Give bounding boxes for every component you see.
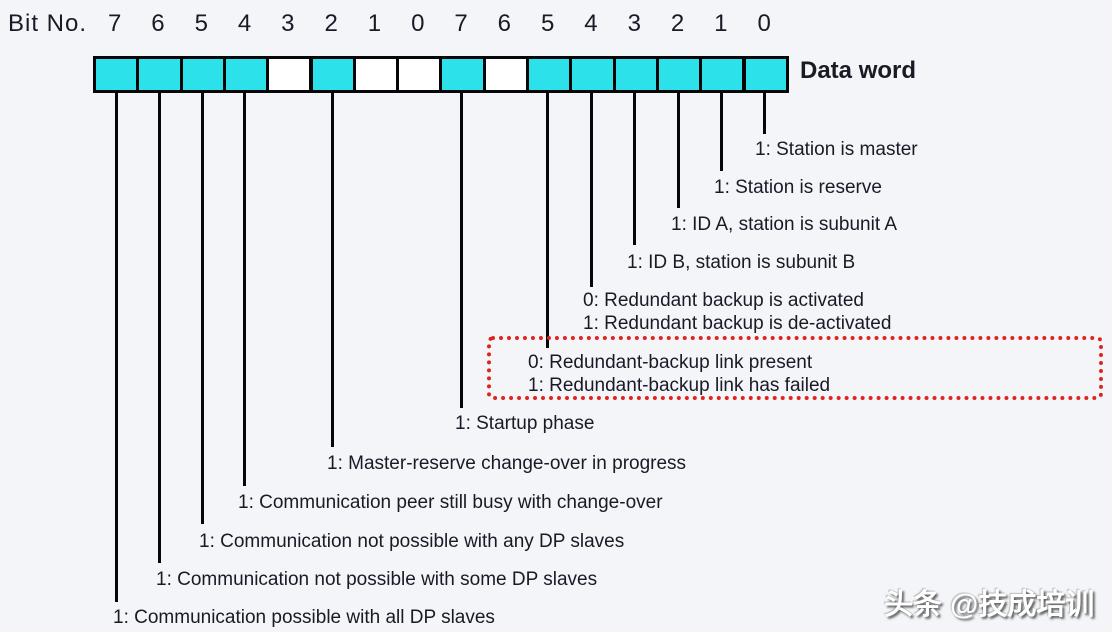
bit-cell-high-4 — [222, 56, 270, 93]
highlight-box — [487, 336, 1103, 400]
bit-cell-low-3 — [612, 56, 659, 93]
bit-cell-low-2 — [655, 56, 703, 93]
bit-cell-high-5 — [179, 56, 226, 93]
connector-line-high-7 — [114, 92, 118, 602]
connector-line-low-4 — [589, 92, 593, 287]
bit-annotation-high-4: 1: Communication peer still busy with ch… — [238, 491, 663, 514]
bit-number-high-1: 1 — [367, 10, 382, 37]
connector-line-low-2 — [676, 92, 680, 208]
connector-line-high-4 — [242, 92, 246, 486]
bit-no-label: Bit No. — [8, 10, 88, 37]
bit-annotation-high-6: 1: Communication not possible with some … — [156, 568, 597, 591]
bit-number-high-0: 0 — [411, 10, 425, 37]
connector-line-low-5 — [545, 92, 549, 348]
bit-annotation-low-3: 1: ID B, station is subunit B — [627, 251, 855, 274]
bit-number-low-6: 6 — [497, 10, 512, 37]
bit-number-high-4: 4 — [237, 10, 252, 37]
bit-annotation-high-5: 1: Communication not possible with any D… — [199, 530, 624, 553]
bit-cell-low-6 — [482, 56, 529, 93]
bit-number-low-1: 1 — [714, 10, 728, 37]
bit-number-low-4: 4 — [584, 10, 598, 37]
annotation-line: 1: Master-reserve change-over in progres… — [327, 453, 687, 474]
bit-number-low-0: 0 — [757, 10, 771, 37]
connector-line-high-6 — [157, 92, 161, 563]
connector-line-low-3 — [632, 92, 636, 245]
bit-annotation-low-2: 1: ID A, station is subunit A — [671, 213, 897, 236]
data-word-label: Data word — [800, 57, 917, 84]
annotation-line: 1: Redundant-backup link has failed — [528, 375, 831, 396]
annotation-line: 1: Station is reserve — [714, 177, 882, 198]
bit-number-low-7: 7 — [454, 10, 468, 37]
bit-cell-high-6 — [136, 56, 183, 93]
connector-line-low-7 — [459, 92, 463, 408]
annotation-line: 1: Communication not possible with some … — [156, 569, 598, 590]
bit-number-high-3: 3 — [281, 10, 295, 37]
connector-line-high-2 — [330, 92, 334, 447]
annotation-line: 0: Redundant-backup link present — [528, 352, 813, 373]
watermark-text: 头条 @技成培训 — [884, 589, 1095, 621]
bit-number-high-2: 2 — [324, 10, 338, 37]
annotation-line: 1: ID B, station is subunit B — [627, 252, 856, 273]
bit-cell-high-2 — [309, 56, 356, 93]
connector-line-low-1 — [719, 92, 723, 171]
connector-line-high-5 — [200, 92, 204, 524]
bit-number-high-5: 5 — [194, 10, 208, 37]
bit-annotation-low-0: 1: Station is master — [755, 138, 918, 161]
bit-number-low-3: 3 — [627, 10, 641, 37]
bit-annotation-high-2: 1: Master-reserve change-over in progres… — [327, 452, 686, 475]
bit-annotation-low-7: 1: Startup phase — [455, 412, 594, 435]
bit-cell-low-1 — [699, 56, 746, 93]
bit-number-low-2: 2 — [670, 10, 685, 37]
bit-number-high-7: 7 — [107, 10, 122, 37]
bit-annotation-low-1: 1: Station is reserve — [714, 176, 882, 199]
annotation-line: 1: Startup phase — [455, 413, 595, 434]
connector-line-low-0 — [762, 92, 766, 134]
bit-number-low-5: 5 — [540, 10, 555, 37]
bit-cell-low-0 — [742, 56, 789, 93]
annotation-line: 1: Communication not possible with any D… — [199, 531, 625, 552]
annotation-line: 0: Redundant backup is activated — [583, 290, 864, 311]
annotation-line: 1: Communication peer still busy with ch… — [238, 492, 663, 513]
bit-cell-high-3 — [266, 56, 313, 93]
bit-annotation-high-7: 1: Communication possible with all DP sl… — [113, 606, 495, 629]
bit-cell-low-7 — [439, 56, 486, 93]
annotation-line: 1: Communication possible with all DP sl… — [113, 607, 495, 628]
bit-cell-high-7 — [93, 56, 140, 93]
bit-cell-low-4 — [569, 56, 616, 93]
annotation-line: 1: ID A, station is subunit A — [671, 214, 898, 235]
annotation-line: 1: Station is master — [755, 139, 918, 160]
bit-cell-low-5 — [526, 56, 573, 93]
annotation-line: 1: Redundant backup is de-activated — [583, 313, 892, 334]
bit-cell-high-0 — [396, 56, 443, 93]
bit-cell-high-1 — [352, 56, 400, 93]
bit-number-high-6: 6 — [151, 10, 165, 37]
